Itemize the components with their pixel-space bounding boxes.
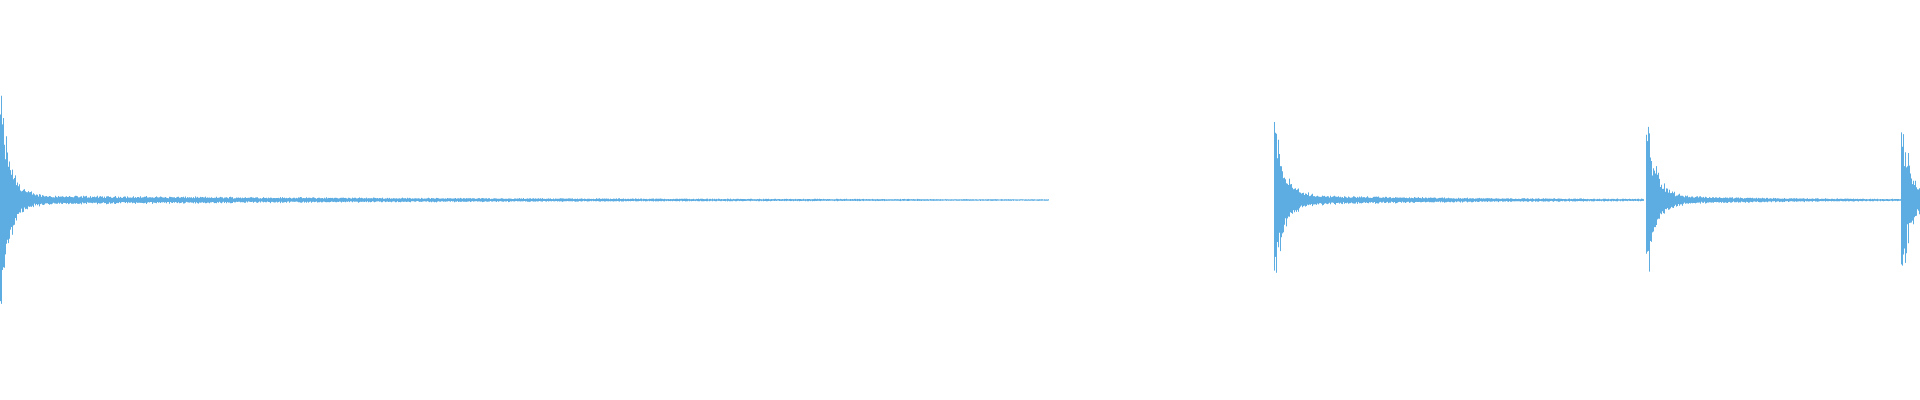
waveform-trace [0,95,1920,304]
